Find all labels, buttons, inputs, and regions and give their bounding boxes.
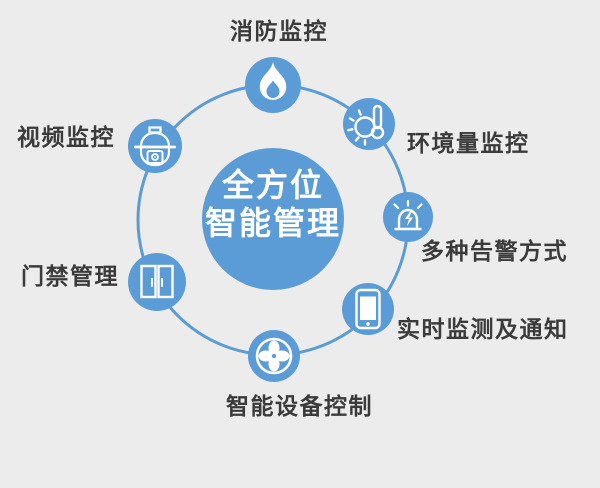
flame-icon bbox=[259, 62, 287, 100]
node-alarm bbox=[383, 192, 433, 242]
node-notify bbox=[342, 283, 394, 335]
node-device bbox=[248, 330, 300, 382]
dome-camera-icon bbox=[134, 126, 176, 167]
node-label-notify: 实时监测及通知 bbox=[397, 316, 569, 342]
center-hub-title-line2: 智能管理 bbox=[204, 205, 341, 241]
center-hub-circle bbox=[202, 148, 344, 290]
center-hub-title: 全方位 智能管理 bbox=[173, 166, 373, 242]
node-access bbox=[128, 253, 186, 311]
node-label-environment: 环境量监控 bbox=[407, 130, 530, 156]
node-label-fire: 消防监控 bbox=[230, 18, 328, 44]
center-hub-title-line1: 全方位 bbox=[221, 167, 324, 203]
node-environment bbox=[343, 98, 395, 150]
node-environment-circle bbox=[343, 98, 395, 150]
smartphone-icon bbox=[355, 288, 381, 330]
node-label-access: 门禁管理 bbox=[21, 263, 119, 289]
node-label-device: 智能设备控制 bbox=[226, 393, 373, 419]
siren-icon bbox=[393, 199, 423, 231]
double-door-icon bbox=[140, 264, 174, 299]
fan-icon bbox=[255, 337, 293, 375]
node-access-circle bbox=[128, 253, 186, 311]
node-label-alarm: 多种告警方式 bbox=[421, 238, 568, 264]
node-label-video: 视频监控 bbox=[17, 124, 115, 150]
node-video bbox=[128, 119, 182, 173]
node-fire bbox=[245, 57, 301, 113]
sun-thermometer-icon bbox=[347, 104, 385, 146]
